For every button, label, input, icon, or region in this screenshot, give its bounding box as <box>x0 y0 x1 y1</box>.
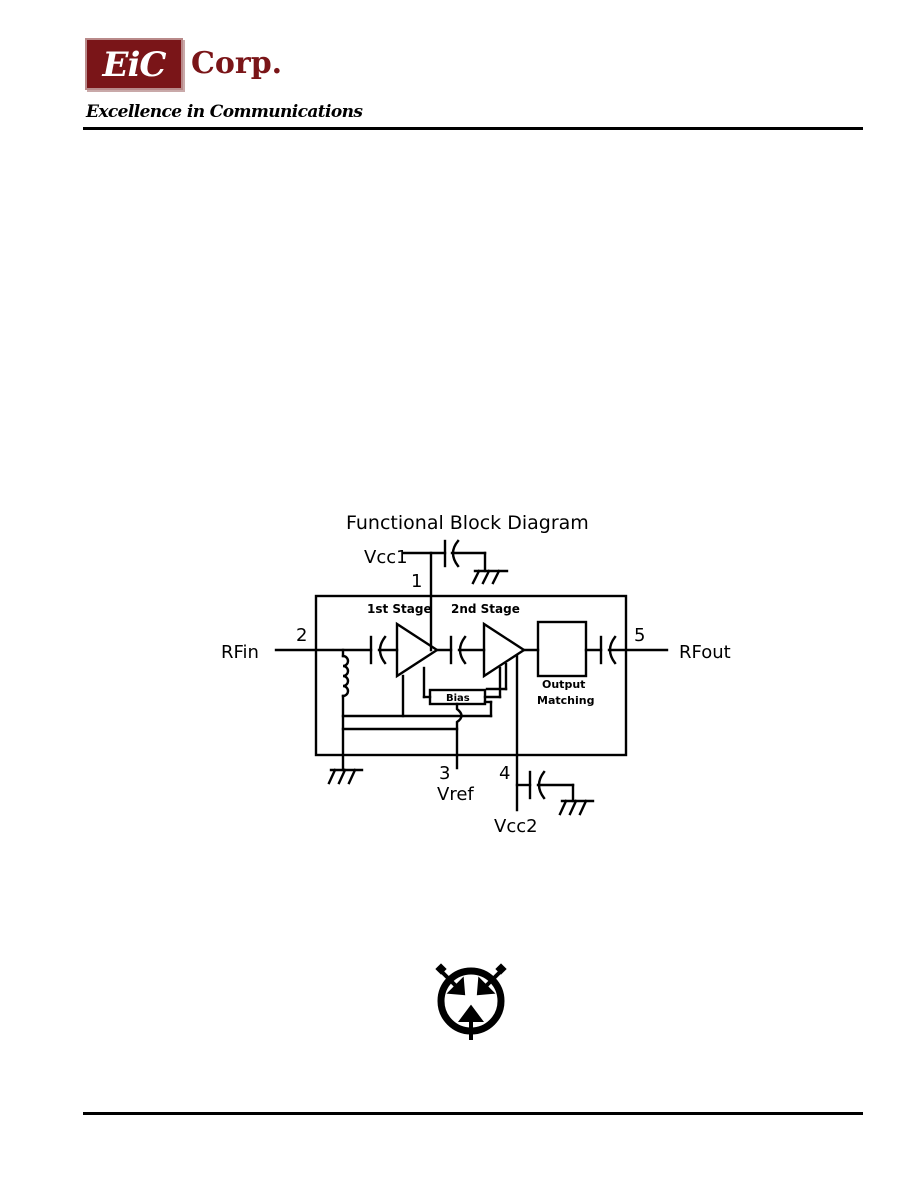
footer-divider <box>83 1112 863 1115</box>
chip-outline <box>314 594 628 757</box>
pin-5-number: 5 <box>634 625 645 646</box>
pin-3-number: 3 <box>439 763 450 784</box>
stage2-amplifier <box>482 621 527 679</box>
pin-1-number: 1 <box>411 571 422 592</box>
stage1-label: 1st Stage <box>367 602 432 616</box>
pin-2-number: 2 <box>296 625 307 646</box>
rf-input-path <box>274 635 399 665</box>
pin-rfout-label: RFout <box>679 642 731 663</box>
pin-rfin-label: RFin <box>221 642 259 663</box>
output-matching-label-2: Matching <box>537 694 594 707</box>
company-logo-mark: EiC <box>85 38 183 90</box>
stage1-amplifier <box>395 621 440 679</box>
ground-icon <box>327 768 364 785</box>
inductor-icon <box>341 648 350 772</box>
bias-label: Bias <box>446 693 470 704</box>
output-matching-block <box>536 620 588 678</box>
stage2-label: 2nd Stage <box>451 602 520 616</box>
vcc2-decoupling <box>515 770 595 816</box>
diagram-title: Functional Block Diagram <box>346 512 589 534</box>
functional-block-diagram: Functional Block Diagram Vcc1 1 1st Stag… <box>221 512 731 837</box>
vcc1-decoupling <box>401 539 509 652</box>
esd-sensitive-icon <box>435 963 507 1040</box>
logo-corp-text: Corp. <box>191 46 283 81</box>
ground-icon <box>558 799 595 816</box>
ground-icon <box>471 569 509 585</box>
header-divider <box>83 127 863 130</box>
output-matching-label-1: Output <box>542 678 585 691</box>
pin-vref-label: Vref <box>437 784 474 805</box>
pin-4-number: 4 <box>499 763 510 784</box>
pin-vcc1-label: Vcc1 <box>364 547 408 568</box>
pin-vcc2-label: Vcc2 <box>494 816 538 837</box>
logo-mark-text: EiC <box>102 45 167 85</box>
company-tagline: Excellence in Communications <box>86 102 363 122</box>
